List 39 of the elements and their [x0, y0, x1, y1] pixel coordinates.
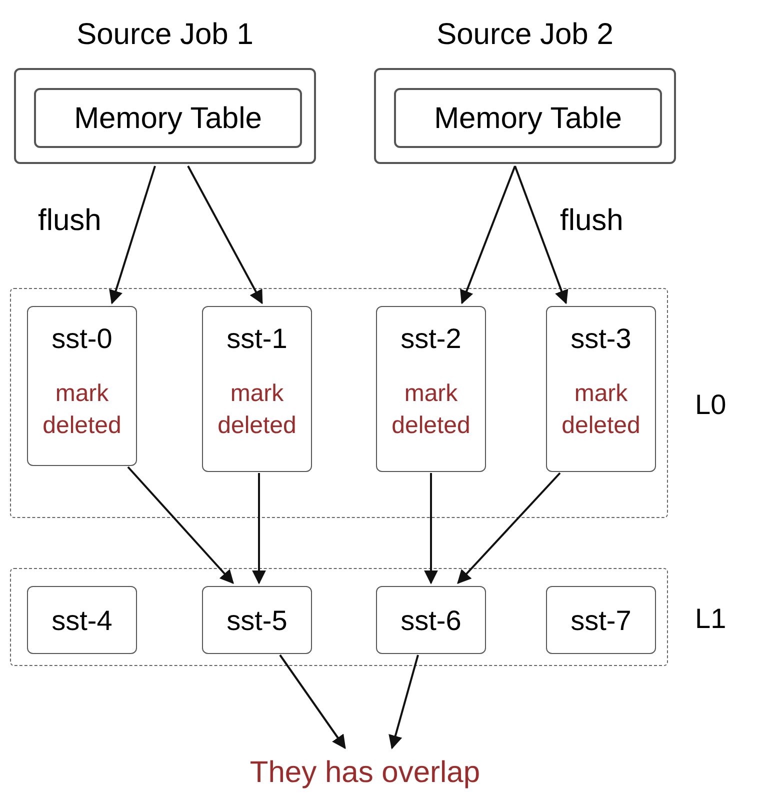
status-note: mark deleted: [216, 379, 298, 441]
sst-box: [376, 586, 486, 654]
sst-box: [27, 306, 137, 466]
flush-label: flush: [38, 203, 102, 239]
arrow: [457, 472, 561, 584]
sst-box: [546, 306, 656, 472]
flush-label: flush: [560, 203, 624, 239]
sst-box: [546, 586, 656, 654]
arrow: [127, 466, 234, 584]
sst-box: [202, 586, 312, 654]
sst-name: sst-2: [400, 322, 462, 356]
status-note: mark deleted: [42, 379, 122, 441]
sst-box: [202, 306, 312, 472]
status-note: mark deleted: [390, 379, 472, 441]
level-label: L0: [695, 388, 726, 422]
job-title: Source Job 2: [436, 17, 614, 53]
memory-table-box: Memory Table: [34, 88, 302, 148]
sst-box: [27, 586, 137, 654]
arrow: [252, 473, 266, 584]
sst-name: sst-3: [570, 322, 632, 356]
arrow: [460, 166, 516, 304]
arrow: [388, 654, 419, 750]
status-note: mark deleted: [560, 379, 642, 441]
arrow: [279, 654, 346, 750]
arrow: [424, 473, 438, 584]
arrow: [109, 166, 156, 304]
arrow: [187, 166, 263, 304]
level-label: L1: [695, 602, 726, 636]
sst-name: sst-5: [226, 604, 288, 638]
sst-name: sst-0: [52, 322, 112, 356]
memory-table-box: Memory Table: [394, 88, 662, 148]
job-title: Source Job 1: [76, 17, 254, 53]
note-text: They has overlap: [220, 750, 510, 792]
sst-name: sst-1: [226, 322, 288, 356]
sst-name: sst-4: [52, 604, 112, 638]
sst-name: sst-7: [570, 604, 632, 638]
sst-name: sst-6: [400, 604, 462, 638]
arrow: [514, 166, 568, 304]
sst-box: [376, 306, 486, 472]
